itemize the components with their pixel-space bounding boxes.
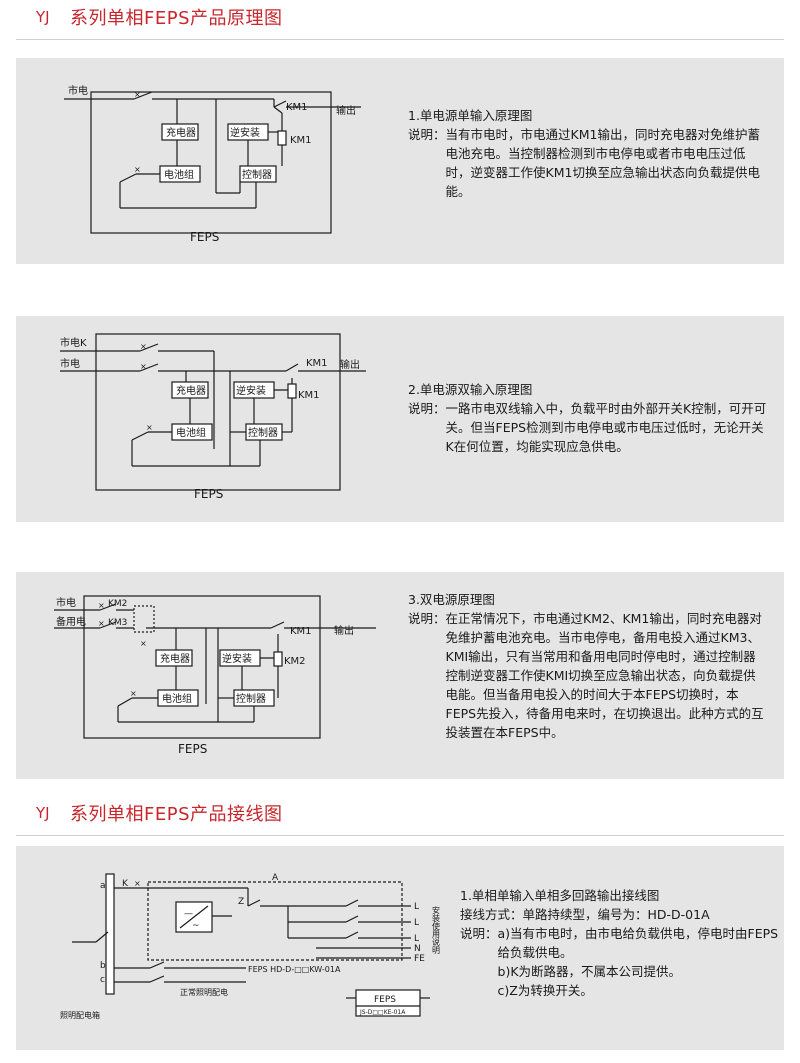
description-title: 3.双电源原理图	[408, 592, 495, 607]
feps-enclosure	[95, 333, 341, 491]
svg-text:×: ×	[98, 619, 105, 628]
svg-text:×: ×	[140, 342, 147, 351]
charger-label: 充电器	[176, 384, 206, 397]
description-4: 1.单相单输入单相多回路输出接线图 接线方式： 单路持续型，编号为：HD-D-0…	[460, 886, 780, 1000]
mains-label: 市电	[60, 357, 80, 370]
terminal-b-label: b	[100, 961, 106, 971]
divider	[16, 835, 784, 836]
divider	[16, 39, 784, 40]
model-label: FEPS HD-D-□□KW-01A	[248, 965, 341, 974]
normal-lighting-label: 正常照明配电	[180, 987, 228, 997]
panel-wiring: × — ~ a b c K A Z	[16, 846, 784, 1050]
km2-label: KM2	[108, 599, 127, 609]
description-item: b)K为断路器，不属本公司提供。	[497, 964, 682, 979]
section-title: 系列单相FEPS产品接线图	[70, 804, 283, 825]
wiring-text: 单路持续型，编号为：HD-D-01A	[522, 907, 710, 922]
feps-label: FEPS	[190, 230, 219, 244]
feps-box-label: FEPS	[374, 995, 396, 1005]
diagram-single-source-dual-input: × × × 市电K 市电 KM1 输出 充电器 逆安装 KM1	[60, 333, 366, 501]
lighting-box-label: 照明配电箱	[60, 1010, 100, 1020]
output-label: 输出	[340, 358, 360, 371]
install-instructions-label: 安装使用说明	[432, 905, 441, 955]
svg-text:×: ×	[134, 90, 141, 99]
inverter-label: 逆安装	[236, 384, 266, 397]
output-n-label: N	[414, 944, 421, 954]
inverter-label: 逆安装	[230, 126, 260, 139]
controller-label: 控制器	[242, 168, 272, 181]
output-l1-label: L	[414, 902, 419, 912]
panel-dual-source: × × × × 市电 备用电 KM2 KM3 KM1 输出	[16, 572, 784, 779]
mains-label: 市电	[68, 84, 88, 97]
svg-text:×: ×	[134, 879, 141, 888]
diagram-dual-source: × × × × 市电 备用电 KM2 KM3 KM1 输出	[54, 595, 376, 756]
battery-label: 电池组	[162, 692, 192, 705]
description-text: 一路市电双线输入中，负载平时由外部开关K控制，可开可关。但当FEPS检测到市电停…	[445, 401, 767, 454]
svg-text:×: ×	[146, 423, 153, 432]
wiring-label: 接线方式：	[460, 907, 523, 922]
svg-text:~: ~	[192, 921, 200, 931]
panel-single-source-single-input: × × 市电 KM1 输出 充电器 逆安装 KM1 电池	[16, 58, 784, 264]
charger-label: 充电器	[166, 126, 196, 139]
svg-text:—: —	[184, 909, 193, 919]
description-1: 1.单电源单输入原理图 说明： 当有市电时，市电通过KM1输出，同时充电器对免维…	[408, 106, 768, 201]
feps-label: FEPS	[178, 742, 207, 756]
mains-k-label: 市电K	[60, 336, 87, 349]
description-text: 在正常情况下，市电通过KM2、KM1输出，同时充电器对免维护蓄电池充电。当市电停…	[445, 611, 764, 740]
km2-coil-label: KM2	[284, 656, 306, 667]
description-item: a)当有市电时，由市电给负载供电，停电时由FEPS给负载供电。	[497, 926, 779, 960]
svg-text:×: ×	[134, 165, 141, 174]
terminal-a-label: a	[100, 881, 106, 891]
description-item: c)Z为转换开关。	[497, 983, 593, 998]
diagram-wiring: × — ~ a b c K A Z	[60, 873, 441, 1020]
output-label: 输出	[334, 624, 354, 637]
battery-label: 电池组	[164, 168, 194, 181]
battery-label: 电池组	[176, 426, 206, 439]
svg-text:×: ×	[98, 601, 105, 610]
km1-coil-label: KM1	[290, 135, 312, 146]
feps-model-label: JS-D□□KE-01A	[359, 1009, 406, 1016]
km1-label: KM1	[290, 626, 312, 637]
output-fe-label: FE	[414, 954, 425, 964]
charger-label: 充电器	[160, 652, 190, 665]
brand-label: YJ	[36, 8, 50, 26]
diagram-single-source-single-input: × × 市电 KM1 输出 充电器 逆安装 KM1 电池	[64, 84, 361, 244]
enclosure-a-label: A	[272, 873, 279, 883]
km1-label: KM1	[306, 358, 328, 369]
km1-coil-label: KM1	[298, 390, 320, 401]
output-label: 输出	[336, 104, 356, 117]
switch-z-label: Z	[238, 897, 244, 907]
svg-text:×: ×	[140, 639, 147, 648]
inverter-label: 逆安装	[222, 652, 252, 665]
feps-label: FEPS	[194, 487, 223, 501]
brand-label: YJ	[36, 804, 50, 822]
output-l3-label: L	[414, 934, 419, 944]
controller-label: 控制器	[236, 692, 266, 705]
controller-label: 控制器	[248, 426, 278, 439]
description-label: 说明：	[460, 926, 498, 941]
feps-enclosure	[90, 91, 332, 234]
section-title: 系列单相FEPS产品原理图	[70, 8, 283, 29]
description-3: 3.双电源原理图 说明： 在正常情况下，市电通过KM2、KM1输出，同时充电器对…	[408, 590, 768, 742]
description-label: 说明：	[408, 401, 446, 416]
km3-label: KM3	[108, 618, 127, 628]
section-heading-wiring: YJ 系列单相FEPS产品接线图	[0, 796, 800, 836]
description-title: 2.单电源双输入原理图	[408, 382, 533, 397]
terminal-c-label: c	[100, 975, 105, 985]
description-label: 说明：	[408, 127, 446, 142]
description-2: 2.单电源双输入原理图 说明： 一路市电双线输入中，负载平时由外部开关K控制，可…	[408, 380, 768, 456]
section-heading-principle: YJ 系列单相FEPS产品原理图	[0, 0, 800, 40]
output-l2-label: L	[414, 918, 419, 928]
svg-text:×: ×	[130, 689, 137, 698]
description-text: 当有市电时，市电通过KM1输出，同时充电器对免维护蓄电池充电。当控制器检测到市电…	[445, 127, 760, 199]
feps-enclosure	[83, 595, 321, 739]
description-title: 1.单相单输入单相多回路输出接线图	[460, 888, 660, 903]
backup-label: 备用电	[56, 615, 86, 628]
description-label: 说明：	[408, 611, 446, 626]
km1-label: KM1	[286, 102, 308, 113]
breaker-k-label: K	[122, 879, 129, 889]
description-title: 1.单电源单输入原理图	[408, 108, 533, 123]
mains-label: 市电	[56, 596, 76, 609]
panel-single-source-dual-input: × × × 市电K 市电 KM1 输出 充电器 逆安装 KM1	[16, 316, 784, 522]
svg-text:×: ×	[140, 362, 147, 371]
